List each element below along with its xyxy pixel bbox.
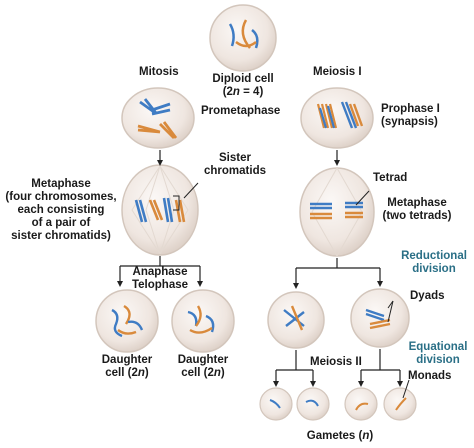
daughter2-post: ) [220,367,225,379]
telophase-line: Telophase [131,279,189,291]
monads-label: Monads [408,370,452,382]
metaphase-line5: sister chromatids) [11,230,111,242]
metaphase2-line1: Metaphase [387,197,447,209]
sister-chromatids-label: Sister chromatids [195,152,275,178]
prometaphase-cell [121,87,195,149]
mitosis-metaphase-cell [121,164,199,256]
gamete-cells [259,387,417,421]
daughter-cell-2-label: Daughter cell (2n) [168,354,238,380]
diploid-label-post: = 4) [239,86,264,98]
prophase1-line2: (synapsis) [381,116,438,128]
prometaphase-label: Prometaphase [201,105,281,117]
reductional-line2: division [412,263,456,275]
meiosis-metaphase-cell [299,167,375,257]
anaphase-telophase-label: Anaphase Telophase [130,266,190,292]
daughter1-pre: cell (2 [105,367,138,379]
diploid-label-line2: (2n = 4) [207,86,279,99]
daughter2-line2: cell (2n) [168,367,238,380]
metaphase-line2: (four chromosomes, [5,191,117,203]
prophase1-label: Prophase I (synapsis) [381,103,440,129]
gametes-n: n [362,430,370,442]
meiosis2-label: Meiosis II [310,356,362,368]
metaphase-line1: Metaphase [31,178,91,190]
diploid-cell-label: Diploid cell (2n = 4) [207,73,279,99]
diploid-label-line1: Diploid cell [212,73,274,85]
equational-line2: division [416,354,460,366]
diploid-label-n: n [232,86,240,98]
dyads-label: Dyads [410,290,445,302]
equational-line1: Equational [408,341,468,353]
daughter-cell-1-label: Daughter cell (2n) [92,354,162,380]
gametes-label: Gametes (n) [292,430,388,443]
daughter1-post: ) [144,367,149,379]
callout-pointers [173,182,410,399]
gametes-pre: Gametes ( [306,430,363,442]
anaphase-line: Anaphase [132,266,188,278]
prophase1-cell [300,87,374,149]
daughter-cell-1 [95,289,159,353]
diploid-label-pre: (2 [222,86,233,98]
prophase1-line1: Prophase I [381,103,440,115]
metaphase2-line2: (two tetrads) [382,210,452,222]
metaphase-line3: each consisting [17,204,105,216]
meiosis1-label: Meiosis I [313,66,362,78]
equational-division-label: Equational division [402,341,474,367]
sister-line1: Sister [219,152,251,164]
tetrad-label: Tetrad [373,172,408,184]
daughter1-line1: Daughter [101,354,153,366]
daughter-cell-2 [171,289,235,353]
meiosis1-daughter-cell-1 [267,291,325,349]
daughter2-line1: Daughter [177,354,229,366]
reductional-line1: Reductional [401,250,467,262]
diploid-cell [209,4,277,72]
sister-line2: chromatids [204,165,266,177]
mitosis-label: Mitosis [139,66,179,78]
flow-connectors [117,150,403,387]
meiosis1-daughter-cell-2 [350,288,410,348]
daughter2-pre: cell (2 [181,367,214,379]
mitosis-metaphase-label: Metaphase (four chromosomes, each consis… [2,178,120,243]
meiosis-metaphase-label: Metaphase (two tetrads) [374,197,460,223]
daughter2-n: n [213,367,221,379]
daughter1-line2: cell (2n) [92,367,162,380]
gametes-post: ) [369,430,374,442]
metaphase-line4: of a pair of [31,217,91,229]
daughter1-n: n [137,367,145,379]
reductional-division-label: Reductional division [396,250,472,276]
